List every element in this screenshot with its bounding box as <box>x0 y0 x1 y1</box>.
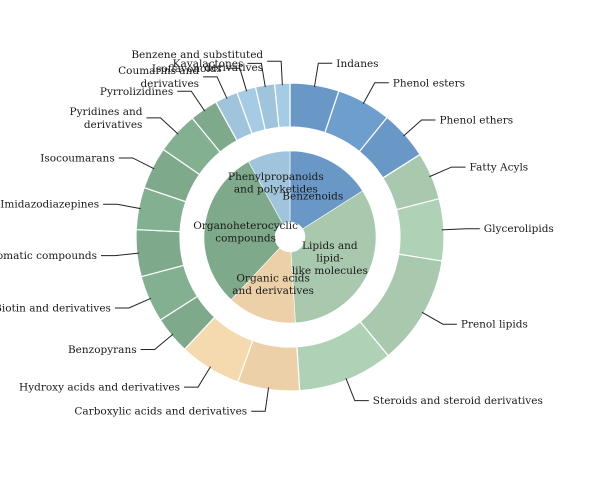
outer-label-pyrrolizidines: Pyrrolizidines <box>100 86 173 98</box>
inner-pie <box>203 150 377 324</box>
outer-segment-benzene-and-substituted-derivatives <box>273 82 291 129</box>
leader-benzene-and-substituted-derivatives <box>267 60 283 86</box>
leader-hydroxy-acids-and-derivatives <box>184 366 212 388</box>
outer-label-kavalactones: Kavalactones <box>173 58 244 70</box>
outer-label-line: Isocoumarans <box>40 152 114 164</box>
outer-label-benzopyrans: Benzopyrans <box>68 344 137 356</box>
leader-prenol-lipids <box>421 311 457 325</box>
outer-label-prenol-lipids: Prenol lipids <box>461 319 528 331</box>
outer-label-line: Kavalactones <box>173 58 244 70</box>
outer-label-indanes: Indanes <box>336 58 378 70</box>
inner-label-line: compounds <box>215 233 276 245</box>
inner-label-line: Lipids and <box>302 240 358 252</box>
outer-ring <box>135 82 445 392</box>
outer-label-line: Isoflavonoids <box>152 63 222 75</box>
inner-label-line: Phenylpropanoids <box>228 171 324 183</box>
inner-label-benzenoids: Benzenoids <box>282 191 343 203</box>
outer-label-line: Phenol esters <box>393 77 465 89</box>
leader-pyrrolizidines <box>177 90 206 112</box>
inner-slice-organic-acids-and-derivatives <box>230 247 296 324</box>
outer-label-imidazodiazepines: Imidazodiazepines <box>0 199 99 211</box>
outer-label-biotin-and-derivatives: Biotin and derivatives <box>0 302 111 314</box>
outer-label-line: Steroids and steroid derivatives <box>373 395 543 407</box>
leader-carboxylic-acids-and-derivatives <box>251 387 270 412</box>
outer-label-line: Pyrrolizidines <box>100 86 173 98</box>
leader-heteroaromatic-compounds <box>100 252 139 257</box>
outer-label-phenol-esters: Phenol esters <box>393 77 465 89</box>
outer-label-line: Pyridines and <box>70 106 143 118</box>
inner-slice-benzenoids <box>289 150 364 230</box>
leader-phenol-ethers <box>403 119 436 137</box>
leader-pyridines-and-derivatives <box>146 117 179 135</box>
outer-label-line: derivatives <box>84 119 143 131</box>
outer-label-line: Prenol lipids <box>461 319 528 331</box>
inner-label-line: Organoheterocyclic <box>193 220 298 232</box>
outer-label-line: Imidazodiazepines <box>0 199 99 211</box>
leader-glycerolipids <box>441 228 480 231</box>
outer-label-carboxylic-acids-and-derivatives: Carboxylic acids and derivatives <box>74 406 247 418</box>
inner-slice-lipids-and-lipid-like-molecules <box>290 190 377 324</box>
outer-label-line: Biotin and derivatives <box>0 302 111 314</box>
inner-slice-organoheterocyclic-compounds <box>203 161 284 301</box>
outer-label-fatty-acyls: Fatty Acyls <box>470 162 529 174</box>
outer-label-line: Fatty Acyls <box>470 162 529 174</box>
outer-label-line: derivatives <box>205 62 264 74</box>
leader-phenol-esters <box>362 82 389 105</box>
inner-label-line: lipid- <box>316 252 344 264</box>
leader-indanes <box>313 62 333 88</box>
leader-lines <box>100 60 480 412</box>
inner-slice-phenylpropanoids-and-polyketides <box>248 150 291 225</box>
inner-label-line: Benzenoids <box>282 191 343 203</box>
leader-biotin-and-derivatives <box>114 297 152 309</box>
leader-coumarins-and-derivatives <box>203 76 228 99</box>
outer-label-line: Glycerolipids <box>484 223 554 235</box>
outer-label-line: Coumarins and <box>118 65 199 77</box>
outer-label-line: Hydroxy acids and derivatives <box>19 382 180 394</box>
leader-fatty-acyls <box>429 166 466 178</box>
leader-kavalactones <box>247 62 266 88</box>
outer-label-isocoumarans: Isocoumarans <box>40 152 114 164</box>
leader-steroids-and-steroid-derivatives <box>345 378 369 402</box>
outer-label-isoflavonoids: Isoflavonoids <box>152 63 222 75</box>
outer-label-glycerolipids: Glycerolipids <box>484 223 554 235</box>
outer-label-phenol-ethers: Phenol ethers <box>439 115 513 127</box>
outer-label-line: Benzene and substituted <box>131 49 263 61</box>
outer-label-line: Carboxylic acids and derivatives <box>74 406 247 418</box>
outer-label-line: Indanes <box>336 58 378 70</box>
inner-label-line: and polyketides <box>234 183 318 195</box>
leader-isoflavonoids <box>225 67 248 92</box>
inner-label-line: Organic acids <box>236 273 310 285</box>
leader-imidazodiazepines <box>103 203 141 210</box>
outer-label-heteroaromatic-compounds: Heteroaromatic compounds <box>0 250 97 262</box>
outer-label-line: derivatives <box>140 78 199 90</box>
leader-benzopyrans <box>140 333 174 350</box>
outer-label-steroids-and-steroid-derivatives: Steroids and steroid derivatives <box>373 395 543 407</box>
outer-label-line: Heteroaromatic compounds <box>0 250 97 262</box>
outer-label-hydroxy-acids-and-derivatives: Hydroxy acids and derivatives <box>19 382 180 394</box>
outer-label-line: Benzopyrans <box>68 344 137 356</box>
inner-label-line: like molecules <box>292 265 368 277</box>
outer-label-line: Phenol ethers <box>439 115 513 127</box>
leader-isocoumarans <box>118 157 155 170</box>
outer-segment-glycerolipids <box>395 197 445 262</box>
inner-label-line: and derivatives <box>232 285 314 297</box>
